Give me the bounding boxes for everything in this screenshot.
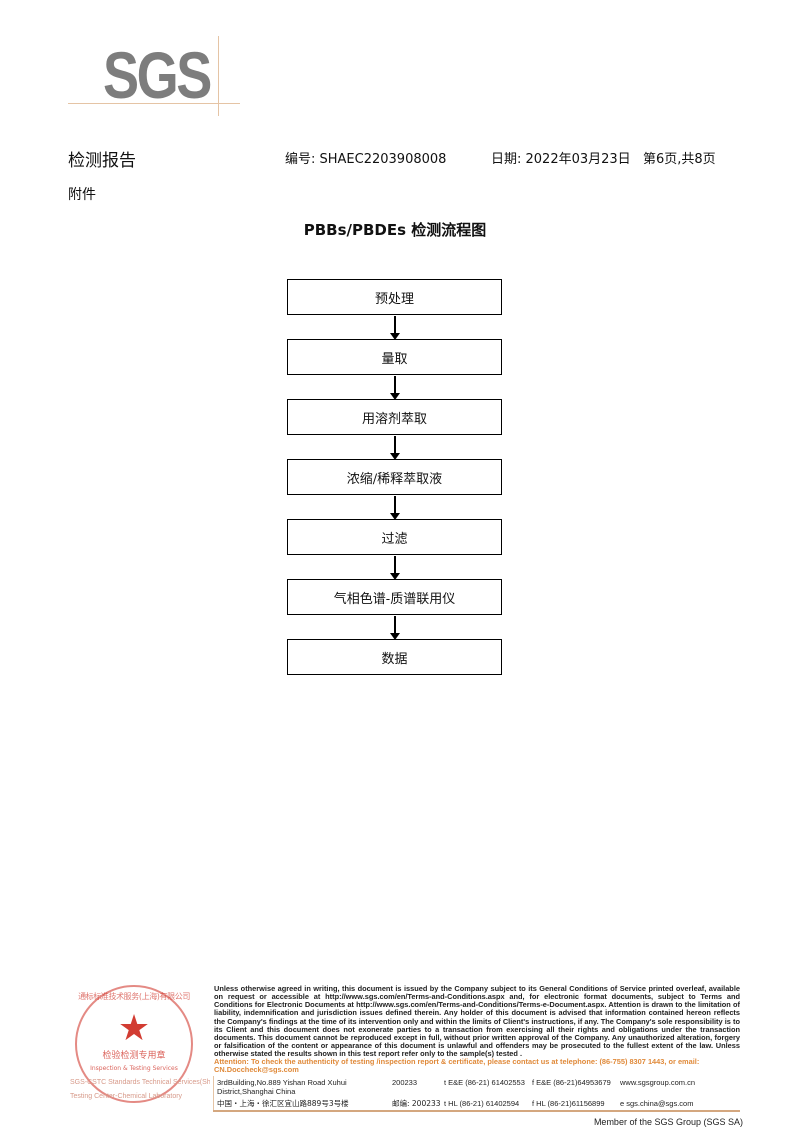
postcode-en: 200233: [392, 1078, 418, 1087]
report-number: 编号: SHAEC2203908008: [285, 152, 447, 167]
flow-arrow: [390, 376, 400, 400]
company-name: SGS-CSTC Standards Technical Services(Sh…: [70, 1079, 210, 1086]
footer-line-h: [213, 1110, 740, 1112]
flow-step: 用溶剂萃取: [287, 399, 502, 435]
address-cn: 中国・上海・徐汇区宜山路889号3号楼: [217, 1099, 349, 1108]
footer: Unless otherwise agreed in writing, this…: [213, 984, 743, 1127]
flowchart-title: PBBs/PBDEs 检测流程图: [303, 221, 487, 239]
logo-line-h: [68, 103, 240, 104]
report-date: 日期: 2022年03月23日: [491, 152, 631, 167]
flow-arrow: [390, 436, 400, 460]
fax-hl: f HL (86-21)61156899: [532, 1099, 605, 1108]
flow-step: 预处理: [287, 279, 502, 315]
flow-step: 浓缩/稀释萃取液: [287, 459, 502, 495]
flow-step: 过滤: [287, 519, 502, 555]
contact-info: 3rdBuilding,No.889 Yishan Road Xuhui Dis…: [213, 1076, 740, 1110]
sgs-member-text: Member of the SGS Group (SGS SA): [593, 1117, 743, 1127]
flow-arrow: [390, 556, 400, 580]
stamp-en-text: Inspection & Testing Services: [90, 1065, 178, 1072]
center-name: Testing Center-Chemical Laboratory: [70, 1093, 183, 1100]
official-stamp: 通标标准技术服务(上海)有限公司 ★ 检验检测专用章 Inspection & …: [75, 985, 193, 1103]
legal-disclaimer: Unless otherwise agreed in writing, this…: [214, 984, 740, 1058]
flow-arrow: [390, 616, 400, 640]
authenticity-notice: Attention: To check the authenticity of …: [214, 1057, 700, 1074]
website-link[interactable]: www.sgsgroup.com.cn: [620, 1078, 696, 1087]
fax-ee: f E&E (86-21)64953679: [532, 1078, 611, 1087]
address-en: 3rdBuilding,No.889 Yishan Road Xuhui Dis…: [217, 1078, 347, 1096]
section-label: 附件: [68, 187, 96, 203]
star-icon: ★: [117, 1008, 151, 1049]
tel-ee: t E&E (86-21) 61402553: [444, 1078, 525, 1087]
logo-line-v: [218, 36, 219, 116]
flow-arrow: [390, 316, 400, 340]
sgs-logo: SGS: [103, 38, 212, 112]
report-title: 检测报告: [68, 151, 136, 171]
postcode-cn: 邮编: 200233: [392, 1099, 441, 1108]
flow-arrow: [390, 496, 400, 520]
tel-hl: t HL (86-21) 61402594: [444, 1099, 520, 1108]
page-number: 第6页,共8页: [643, 152, 716, 167]
flow-step: 气相色谱-质谱联用仪: [287, 579, 502, 615]
flow-step: 量取: [287, 339, 502, 375]
stamp-center-text: 检验检测专用章: [102, 1051, 166, 1061]
flow-step: 数据: [287, 639, 502, 675]
stamp-ring-text: 通标标准技术服务(上海)有限公司: [78, 992, 190, 1001]
email-link[interactable]: e sgs.china@sgs.com: [620, 1099, 694, 1108]
